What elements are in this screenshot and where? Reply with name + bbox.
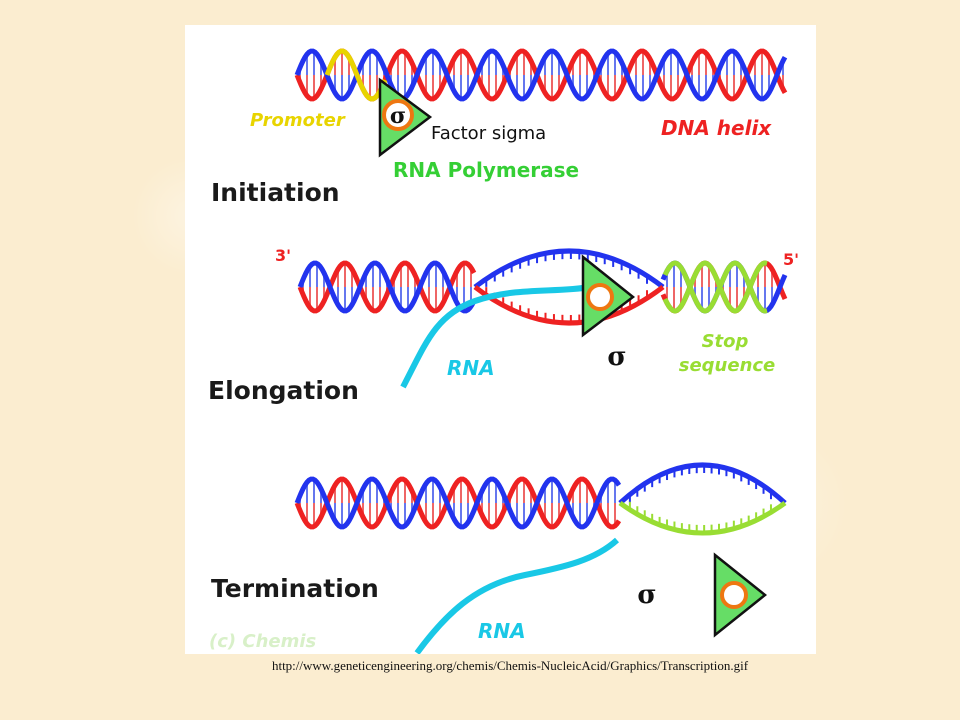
helix-strand-blue [294, 476, 622, 530]
dna-helix-label: DNA helix [661, 116, 772, 140]
sigma-symbol: σ [390, 103, 406, 129]
rna-label-termination: RNA [478, 619, 526, 643]
active-site [586, 283, 614, 311]
released-sigma-termination: σ [637, 580, 656, 610]
rna-polymerase-label: RNA Polymerase [393, 158, 579, 182]
transcription-bubble-top [473, 248, 665, 289]
source-url: http://www.geneticengineering.org/chemis… [271, 658, 749, 673]
sigma-factor [382, 99, 414, 131]
promoter-region [324, 48, 388, 102]
transcription-bubble-bottom [473, 285, 665, 326]
helix-strand-blue [294, 48, 788, 102]
termination-dna-helix [294, 462, 787, 536]
rna-label-elongation: RNA [447, 356, 495, 380]
active-site [720, 581, 748, 609]
rna-strand-elongation [400, 284, 591, 389]
stop-label: Stop [702, 331, 749, 352]
released-sigma-elongation: σ [607, 342, 626, 372]
sequence-label: sequence [679, 355, 776, 376]
stop-sequence-region [662, 260, 768, 314]
copyright-watermark: (c) Chemis [209, 631, 317, 652]
rna-strand-termination [414, 537, 620, 654]
bubble-ticks [628, 465, 772, 533]
elongation-label: Elongation [208, 376, 359, 405]
elongation-dna-helix [297, 248, 788, 326]
helix-strand-red [294, 476, 622, 530]
factor-sigma-label: Factor sigma [431, 123, 546, 144]
rna-polymerase-released [713, 552, 768, 638]
initiation-dna-helix [294, 48, 788, 102]
initiation-label: Initiation [211, 178, 340, 207]
rna-polymerase-initiation: σ [378, 77, 433, 158]
termination-label: Termination [211, 574, 379, 603]
helix-rungs [302, 263, 780, 311]
promoter-label: Promoter [250, 110, 346, 131]
rna-polymerase-elongation [581, 254, 636, 338]
transcription-bubble-top [618, 462, 787, 505]
three-prime-label: 3' [275, 246, 291, 265]
transcription-diagram: σ Promoter Factor sigma DNA helix RNA Po… [185, 25, 816, 654]
five-prime-label: 5' [783, 250, 799, 269]
transcription-bubble-bottom [618, 500, 787, 536]
